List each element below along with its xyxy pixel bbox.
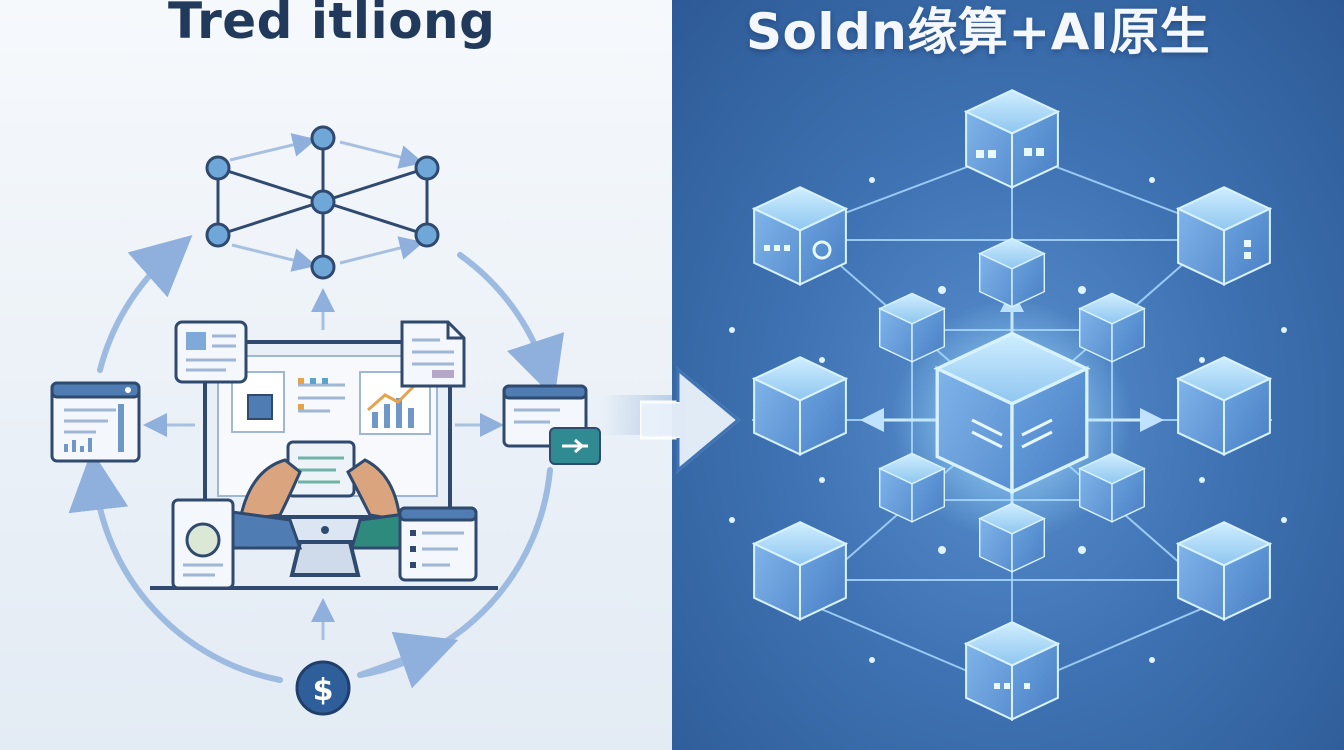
glow-nodes: [729, 177, 1287, 663]
list-card-icon: [398, 506, 478, 582]
network-graph-icon: [205, 125, 440, 280]
dashboard-window-icon: [50, 381, 141, 463]
profile-card-icon: [171, 498, 235, 590]
central-cube-icon: [935, 331, 1089, 494]
document-icon: [400, 320, 466, 388]
transition-arrow-icon: [640, 366, 741, 474]
dollar-coin-icon: $: [295, 660, 351, 716]
edge-ai-network-illustration: [729, 89, 1287, 721]
currency-symbol: $: [313, 673, 334, 708]
computer-monitor-icon: [150, 340, 498, 590]
right-panel-title: Soldn缘算+AI原生: [746, 3, 1211, 61]
cycle-arrows: [68, 235, 565, 689]
browser-card-icon: [502, 384, 601, 465]
chart-card-icon: [174, 320, 248, 384]
traditional-workflow-illustration: $: [50, 125, 672, 716]
left-panel-title: Tred itliong: [168, 0, 496, 50]
